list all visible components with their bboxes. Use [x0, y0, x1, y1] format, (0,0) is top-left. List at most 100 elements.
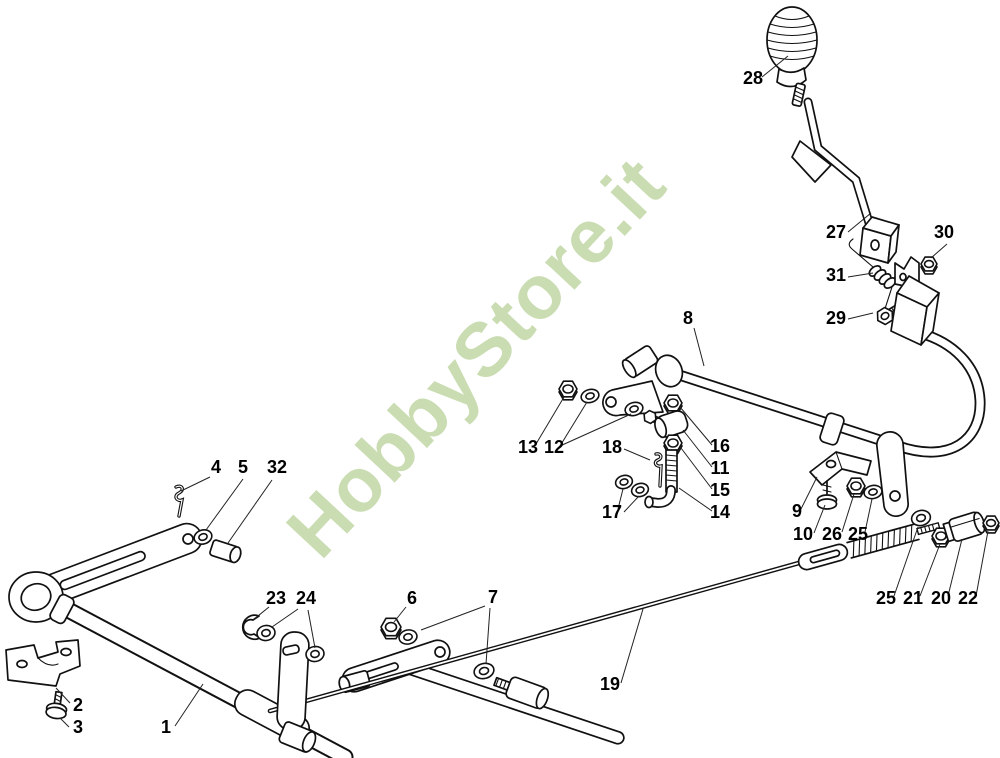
- part-24-washer-a: [256, 624, 276, 642]
- leader-line-23: [252, 606, 270, 621]
- part-22-nut: [982, 515, 1000, 534]
- part-label-13: 13: [518, 437, 538, 457]
- part-label-21: 21: [903, 588, 923, 608]
- part-28-threaded-stud: [791, 82, 806, 107]
- part-9-bracket: [809, 451, 872, 486]
- part-4-hairpin: [174, 484, 185, 518]
- part-label-18: 18: [602, 437, 622, 457]
- link-pin-bolt: [493, 676, 550, 710]
- leader-line-31: [847, 272, 874, 278]
- part-label-24: 24: [296, 588, 316, 608]
- part-label-27: 27: [826, 222, 846, 242]
- leader-line-11: [682, 429, 713, 468]
- part-24-washer-b: [305, 645, 325, 663]
- leader-line-22: [975, 530, 989, 597]
- part-12-washer-a: [580, 388, 600, 404]
- part-27-lift-lever: [791, 97, 900, 264]
- leader-line-21: [919, 543, 941, 597]
- part-label-16: 16: [710, 436, 730, 456]
- part-3-screw: [45, 690, 68, 720]
- part-label-12: 12: [544, 437, 564, 457]
- part-label-28: 28: [743, 68, 763, 88]
- part-label-9: 9: [792, 501, 802, 521]
- leader-line-10: [813, 504, 826, 534]
- part-label-20: 20: [931, 588, 951, 608]
- part-20-trunnion: [942, 511, 986, 543]
- leader-line-15: [680, 447, 713, 490]
- lift-arm: [8, 522, 203, 623]
- leader-line-7: [420, 605, 486, 631]
- part-label-14: 14: [710, 502, 730, 522]
- leader-line-27: [847, 212, 872, 233]
- part-label-29: 29: [826, 308, 846, 328]
- tube-collar: [49, 593, 75, 625]
- part-label-19: 19: [600, 674, 620, 694]
- part-18-cotter-pin: [653, 452, 663, 488]
- leader-line-13: [535, 396, 565, 445]
- leader-line-5: [205, 478, 244, 531]
- part-label-23: 23: [266, 588, 286, 608]
- part-label-22: 22: [958, 588, 978, 608]
- part-label-31: 31: [826, 265, 846, 285]
- leader-line-2: [55, 687, 71, 704]
- leader-line-30: [930, 243, 948, 259]
- leader-line-8: [693, 327, 705, 367]
- part-17-washer-a: [614, 474, 634, 490]
- part-label-8: 8: [683, 308, 693, 328]
- leader-line-24: [307, 609, 316, 649]
- leader-line-29: [847, 312, 874, 320]
- part-6-nut: [380, 617, 402, 640]
- part-31-spring-wire: [848, 238, 897, 316]
- leader-line-26: [841, 493, 855, 533]
- leader-line-32: [227, 479, 273, 544]
- part-30-nut: [920, 256, 938, 275]
- leader-line-25: [864, 498, 873, 533]
- part-2-clamp: [5, 639, 81, 687]
- leader-line-17: [617, 488, 624, 510]
- part-14-l-bolt: [644, 449, 678, 509]
- leader-line-20: [947, 538, 963, 597]
- part-7-washer-b: [473, 662, 495, 680]
- fork-link-bar: [338, 639, 451, 694]
- part-label-1: 1: [161, 717, 171, 737]
- part-10-screw: [816, 480, 838, 510]
- part-17-washer-b: [630, 482, 650, 498]
- part-label-30: 30: [934, 222, 954, 242]
- part-label-2: 2: [73, 695, 83, 715]
- part-32-pin: [209, 539, 242, 564]
- part-label-3: 3: [73, 717, 83, 737]
- part-label-7: 7: [488, 587, 498, 607]
- part-label-25: 25: [876, 588, 896, 608]
- part-8-socket-end: [890, 256, 940, 346]
- leader-line-17: [623, 495, 640, 513]
- part-25-washer-b: [910, 509, 932, 527]
- part-label-11: 11: [710, 458, 729, 478]
- part-7-washer-a: [398, 629, 418, 645]
- part-label-10: 10: [793, 524, 813, 544]
- leader-line-6: [393, 606, 407, 623]
- part-19-lifting-rod: [267, 521, 941, 714]
- leader-line-12: [559, 401, 588, 447]
- part-5-washer: [193, 528, 213, 546]
- leader-line-1: [174, 683, 204, 727]
- leader-line-19: [620, 608, 644, 684]
- part-label-5: 5: [238, 457, 248, 477]
- leader-line-9: [800, 476, 818, 510]
- leader-line-14: [678, 487, 713, 512]
- leader-line-7: [485, 607, 491, 665]
- part-8-lifting-shaft: [602, 327, 986, 458]
- deck-hanger-link: [276, 631, 317, 753]
- leader-line-25: [893, 526, 919, 597]
- leader-line-28: [761, 55, 789, 78]
- leader-line-12: [559, 413, 632, 447]
- part-label-25: 25: [848, 524, 868, 544]
- shaft-hanger-strap: [876, 431, 909, 517]
- leader-line-18: [623, 448, 651, 461]
- part-28-knob: [766, 6, 818, 88]
- part-25-washer-a: [863, 484, 883, 500]
- leader-line-16: [679, 406, 713, 446]
- part-label-26: 26: [822, 524, 842, 544]
- part-label-6: 6: [407, 588, 417, 608]
